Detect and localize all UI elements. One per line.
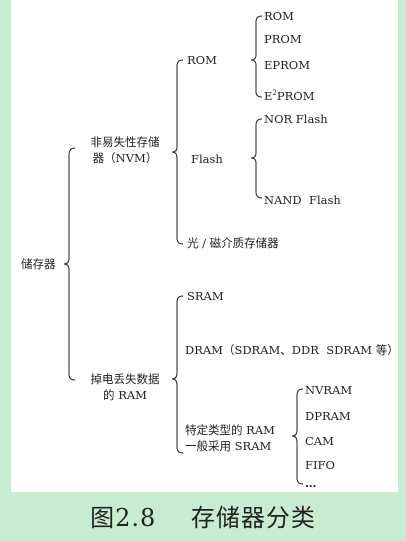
figure-caption: 图2.8 存储器分类 [90, 504, 316, 532]
brace-rom [250, 15, 263, 98]
e2prom-prefix: E [264, 89, 273, 103]
node-fifo: FIFO [305, 458, 335, 472]
e2prom-sup: 2 [272, 89, 277, 98]
diagram-brackets [63, 15, 304, 485]
node-rom-child-rom: ROM [264, 9, 294, 23]
node-storage-root: 储存器 [21, 257, 56, 271]
node-ellipsis: … [305, 476, 317, 490]
node-rom: ROM [187, 53, 217, 67]
node-rom-child-e2prom: E2PROM [264, 89, 314, 103]
node-special-line1: 特定类型的 RAM [185, 423, 275, 437]
brace-root [63, 147, 76, 381]
node-cam: CAM [305, 434, 334, 448]
node-nand-flash: NAND Flash [264, 193, 341, 207]
brace-nvm [171, 59, 184, 245]
brace-flash [250, 118, 263, 199]
node-nvm: 非易失性存储 器（NVM） [77, 135, 173, 165]
node-special-line2: 一般采用 SRAM [185, 439, 272, 453]
node-nvm-line2: 器（NVM） [92, 151, 158, 165]
node-volatile-line1: 掉电丢失数据 [90, 372, 160, 386]
node-nor-flash: NOR Flash [264, 112, 328, 126]
node-flash: Flash [191, 152, 223, 166]
node-volatile-ram: 掉电丢失数据 的 RAM [77, 372, 173, 402]
node-dram: DRAM（SDRAM、DDR SDRAM 等） [185, 343, 399, 357]
diagram-panel [11, 0, 398, 492]
node-rom-child-eprom: EPROM [264, 58, 310, 72]
node-rom-child-prom: PROM [264, 32, 302, 46]
node-nvram: NVRAM [305, 383, 353, 397]
node-nvm-line1: 非易失性存储 [90, 135, 160, 149]
node-optical-magnetic: 光 / 磁介质存储器 [187, 236, 279, 250]
node-sram: SRAM [187, 289, 224, 303]
node-dpram: DPRAM [305, 409, 351, 423]
node-volatile-line2: 的 RAM [103, 388, 147, 402]
brace-ram [171, 295, 184, 454]
brace-special [291, 388, 304, 485]
node-special-ram: 特定类型的 RAM 一般采用 SRAM [185, 423, 275, 453]
e2prom-rest: PROM [276, 89, 315, 103]
